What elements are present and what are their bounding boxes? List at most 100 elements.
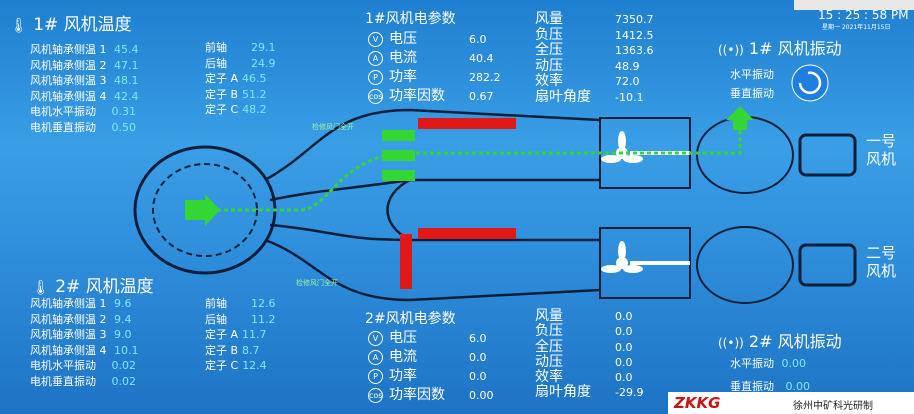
list-item: 风机轴承侧温 2 47.1 [30, 58, 139, 74]
motor-value: 48.2 [242, 103, 267, 116]
temp-value: 48.1 [114, 74, 139, 87]
air-label: 风量 [535, 308, 563, 324]
list-item: 负压 0.0 [535, 323, 643, 340]
fan1-label: 一号 风机 [866, 132, 897, 168]
motor-label: 后轴 [205, 312, 227, 326]
air-value: 72.0 [615, 75, 640, 88]
temp-value: 0.02 [111, 359, 137, 372]
air-label: 风量 [535, 11, 563, 27]
list-item: 电机水平振动 0.31 [30, 104, 139, 120]
damper4-indicator [400, 234, 412, 289]
air-label: 负压 [535, 323, 563, 340]
temp-label: 风机轴承侧温 2 [30, 58, 107, 72]
temp-value: 10.1 [114, 343, 139, 357]
voltage-icon: V [368, 330, 383, 346]
wireless-icon: ((•)) [718, 336, 744, 350]
temp-label: 电机垂直振动 [30, 374, 96, 388]
air-label: 全压 [535, 338, 563, 355]
elec-value: 0.0 [469, 351, 487, 364]
shaft-inner [152, 163, 258, 257]
list-item: 风机轴承侧温 1 45.4 [30, 42, 139, 58]
air-value: -29.9 [615, 386, 644, 400]
temp-value: 0.31 [111, 105, 137, 118]
motor-value: 24.9 [251, 56, 276, 70]
power-factor-icon: cos [368, 387, 383, 403]
elec-label: 功率 [389, 69, 417, 85]
elec-label: 电流 [389, 349, 417, 365]
temp-label: 电机水平振动 [30, 105, 96, 118]
temp-value: 9.4 [114, 312, 132, 326]
fan2-volute [696, 226, 794, 304]
temp-label: 风机轴承侧温 1 [30, 43, 107, 56]
list-item: 风机轴承侧温 2 9.4 [30, 312, 139, 328]
elec-label: 功率 [389, 368, 417, 384]
elec-label: 电压 [389, 330, 417, 346]
fan1-temp-list: 风机轴承侧温 1 45.4 风机轴承侧温 2 47.1 风机轴承侧温 3 48.… [30, 42, 139, 135]
motor1-icon [798, 133, 857, 177]
fan1-elec-title: 1#风机电参数 [365, 11, 456, 27]
motor-value: 51.2 [242, 87, 267, 101]
brand-banner: ZKKG 徐州中矿科光研制 [668, 392, 914, 414]
elec-value: 0.0 [469, 370, 487, 383]
list-item: 风机轴承侧温 4 42.4 [30, 89, 139, 105]
air-label: 动压 [535, 353, 563, 370]
airflow-inlet-arrow-icon [185, 194, 220, 226]
clock-time: 15 : 25 : 58 PM [818, 8, 909, 22]
vibration-refresh-icon [791, 64, 829, 102]
list-item: 扇叶角度-29.9 [535, 385, 644, 401]
system-status-bar [794, 0, 914, 10]
airflow-outlet-arrow-icon [726, 106, 754, 130]
list-item: 动压 0.0 [535, 353, 643, 370]
air-value: 0.0 [615, 325, 633, 339]
vibration1-h-label: 水平振动 [730, 68, 774, 81]
vibration2-v-row: 垂直振动 0.00 [730, 378, 810, 394]
vibration1-title-row: ((•)) 1# 风机振动 [718, 35, 842, 59]
air-value: 0.0 [615, 355, 633, 369]
duct-lower-top [269, 223, 600, 242]
damper2-indicator [382, 150, 415, 161]
vibration2-title: 2# 风机振动 [748, 332, 842, 351]
temp-label: 风机轴承侧温 1 [30, 297, 107, 310]
fan2-temp-title: 2# 风机温度 [55, 277, 154, 297]
elec-value: 6.0 [469, 33, 487, 46]
wireless-icon: ((•)) [718, 43, 744, 57]
list-item: 扇叶角度-10.1 [535, 89, 654, 106]
temp-value: 42.4 [114, 89, 139, 103]
elec-label: 电流 [389, 50, 417, 66]
vibration2-h-label: 水平振动 [730, 357, 774, 370]
motor-value: 12.4 [242, 359, 267, 372]
duct-bend [386, 178, 411, 242]
fan1-temp-title: 1# 风机温度 [33, 15, 132, 35]
fan2-temp-title-row: 🌡 2# 风机温度 [32, 272, 154, 297]
vibration2-h-value: 0.00 [781, 357, 807, 370]
temp-value: 47.1 [114, 58, 139, 72]
temp-label: 风机轴承侧温 3 [30, 74, 107, 87]
air-value: -10.1 [615, 90, 644, 104]
elec-value: 0.00 [469, 389, 494, 402]
fan2-temp-list: 风机轴承侧温 1 9.6 风机轴承侧温 2 9.4 风机轴承侧温 3 9.0 风… [30, 296, 139, 389]
motor-value: 29.1 [251, 41, 276, 54]
motor-label: 定子 A [205, 72, 239, 85]
air-value: 48.9 [615, 59, 640, 73]
power-icon: P [368, 69, 383, 85]
list-item: 风机轴承侧温 3 48.1 [30, 73, 139, 89]
motor-value: 12.6 [251, 297, 276, 310]
clock-date: 2021年11月15日 [841, 24, 891, 31]
elec-value: 40.4 [469, 52, 494, 65]
